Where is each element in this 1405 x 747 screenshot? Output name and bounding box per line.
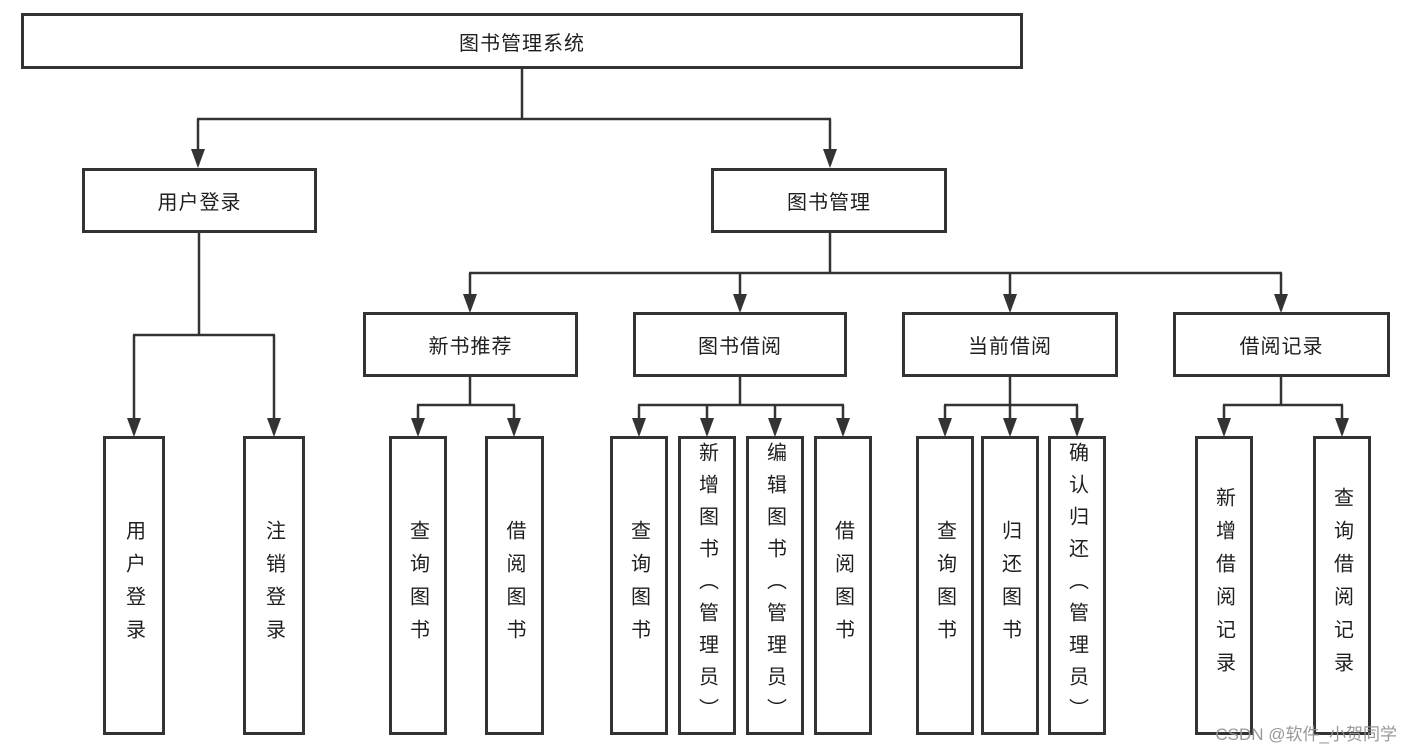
node-new-book-recommend: 新书推荐 xyxy=(363,312,578,377)
leaf-borrow-book-label: 借阅图书 xyxy=(831,519,854,652)
node-user-login-label: 用户登录 xyxy=(157,192,242,214)
leaf-query-book-current: 查询图书 xyxy=(916,436,974,735)
leaf-borrow-book: 借阅图书 xyxy=(814,436,872,735)
node-root-label: 图书管理系统 xyxy=(459,32,585,55)
leaf-add-borrow-record: 新增借阅记录 xyxy=(1195,436,1253,735)
node-root: 图书管理系统 xyxy=(21,13,1023,69)
connector-paths xyxy=(132,69,1344,434)
node-current-borrow-label: 当前借阅 xyxy=(968,336,1052,358)
leaf-query-book-current-label: 查询图书 xyxy=(933,519,956,652)
leaf-edit-book-admin: 编辑图书（管理员） xyxy=(746,436,804,735)
leaf-user-login: 用户登录 xyxy=(103,436,165,735)
leaf-return-book-label: 归还图书 xyxy=(998,519,1021,652)
arrowheads xyxy=(127,149,1349,437)
leaf-query-borrow-record-label: 查询借阅记录 xyxy=(1330,486,1353,685)
leaf-borrow-book-recommend: 借阅图书 xyxy=(485,436,544,735)
node-new-book-recommend-label: 新书推荐 xyxy=(428,336,513,358)
node-borrow-records: 借阅记录 xyxy=(1173,312,1390,377)
watermark: CSDN @软件_小贺同学 xyxy=(1215,725,1397,744)
leaf-logout-label: 注销登录 xyxy=(262,519,285,652)
leaf-add-book-admin: 新增图书（管理员） xyxy=(678,436,736,735)
node-book-borrow: 图书借阅 xyxy=(633,312,847,377)
node-book-management: 图书管理 xyxy=(711,168,947,233)
node-book-management-label: 图书管理 xyxy=(787,192,871,214)
leaf-query-borrow-record: 查询借阅记录 xyxy=(1313,436,1371,735)
leaf-return-book: 归还图书 xyxy=(981,436,1039,735)
leaf-query-book-recommend-label: 查询图书 xyxy=(406,519,429,652)
leaf-query-book-borrow-label: 查询图书 xyxy=(627,519,650,652)
leaf-add-borrow-record-label: 新增借阅记录 xyxy=(1212,486,1235,685)
leaf-query-book-borrow: 查询图书 xyxy=(610,436,668,735)
node-user-login: 用户登录 xyxy=(82,168,317,233)
leaf-add-book-admin-label: 新增图书（管理员） xyxy=(695,441,718,730)
node-borrow-records-label: 借阅记录 xyxy=(1239,336,1324,358)
node-current-borrow: 当前借阅 xyxy=(902,312,1118,377)
leaf-logout: 注销登录 xyxy=(243,436,305,735)
leaf-query-book-recommend: 查询图书 xyxy=(389,436,447,735)
leaf-confirm-return-admin: 确认归还（管理员） xyxy=(1048,436,1106,735)
leaf-user-login-label: 用户登录 xyxy=(122,519,145,652)
leaf-edit-book-admin-label: 编辑图书（管理员） xyxy=(763,441,786,730)
leaf-borrow-book-recommend-label: 借阅图书 xyxy=(503,519,525,652)
node-book-borrow-label: 图书借阅 xyxy=(698,336,782,358)
leaf-confirm-return-admin-label: 确认归还（管理员） xyxy=(1065,441,1088,730)
